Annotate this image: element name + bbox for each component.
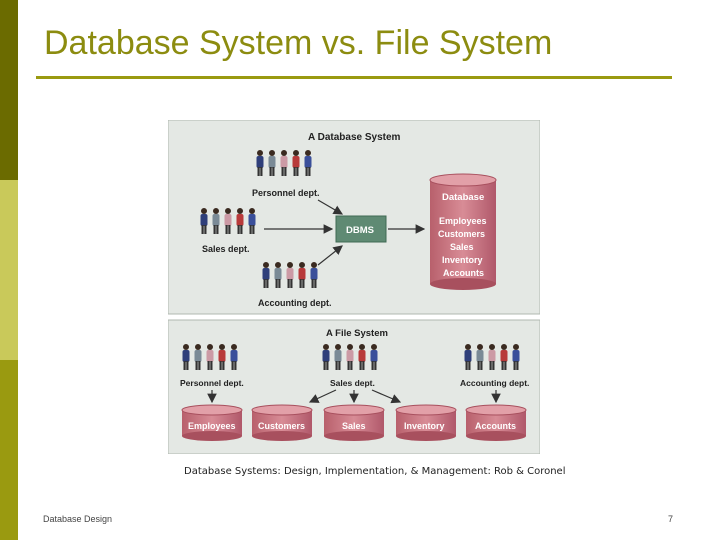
dbms-box [335,215,387,243]
figure-svg: A Database System Personnel dept. Sales … [167,119,541,455]
file-accounts-label: Accounts [475,421,516,431]
file-customers-label: Customers [258,421,305,431]
db-item-customers: Customers [438,229,485,239]
sales-label: Sales dept. [202,244,250,254]
file-employees-label: Employees [188,421,236,431]
database-system-title: A Database System [308,132,401,143]
page-number: 7 [668,514,674,524]
sidebar-block-top [0,0,18,180]
file-system-title: A File System [326,328,388,339]
sidebar-block-middle [0,180,18,360]
figure-caption: Database Systems: Design, Implementation… [184,466,566,477]
file-accounts [465,404,527,441]
arrow-accounting-dbms [317,245,343,266]
file-employees [181,404,243,441]
database-cylinder [429,173,497,290]
sidebar-stripe [0,0,18,540]
database-label: Database [442,192,484,203]
db-item-accounts: Accounts [443,268,484,278]
slide-title: Database System vs. File System [44,24,553,62]
fs-sales-label: Sales dept. [330,378,375,388]
db-item-sales: Sales [450,242,474,252]
title-underline [36,76,672,79]
footer-course-name: Database Design [43,514,113,524]
arrow-personnel-dbms [317,199,344,215]
fs-accounting-label: Accounting dept. [460,378,529,388]
database-vs-file-figure: A Database System Personnel dept. Sales … [167,119,541,455]
arrow-sales-inventory [371,389,402,404]
sidebar-block-bottom [0,360,18,540]
db-item-inventory: Inventory [442,255,483,265]
db-item-employees: Employees [439,216,487,226]
file-inventory [395,404,457,441]
accounting-label: Accounting dept. [258,298,332,308]
file-customers [251,404,313,441]
dbms-label: DBMS [346,225,374,236]
personnel-label: Personnel dept. [252,188,320,198]
arrow-sales-customers [308,389,337,403]
file-sales [323,404,385,441]
file-sales-label: Sales [342,421,366,431]
file-inventory-label: Inventory [404,421,445,431]
fs-personnel-label: Personnel dept. [180,378,244,388]
